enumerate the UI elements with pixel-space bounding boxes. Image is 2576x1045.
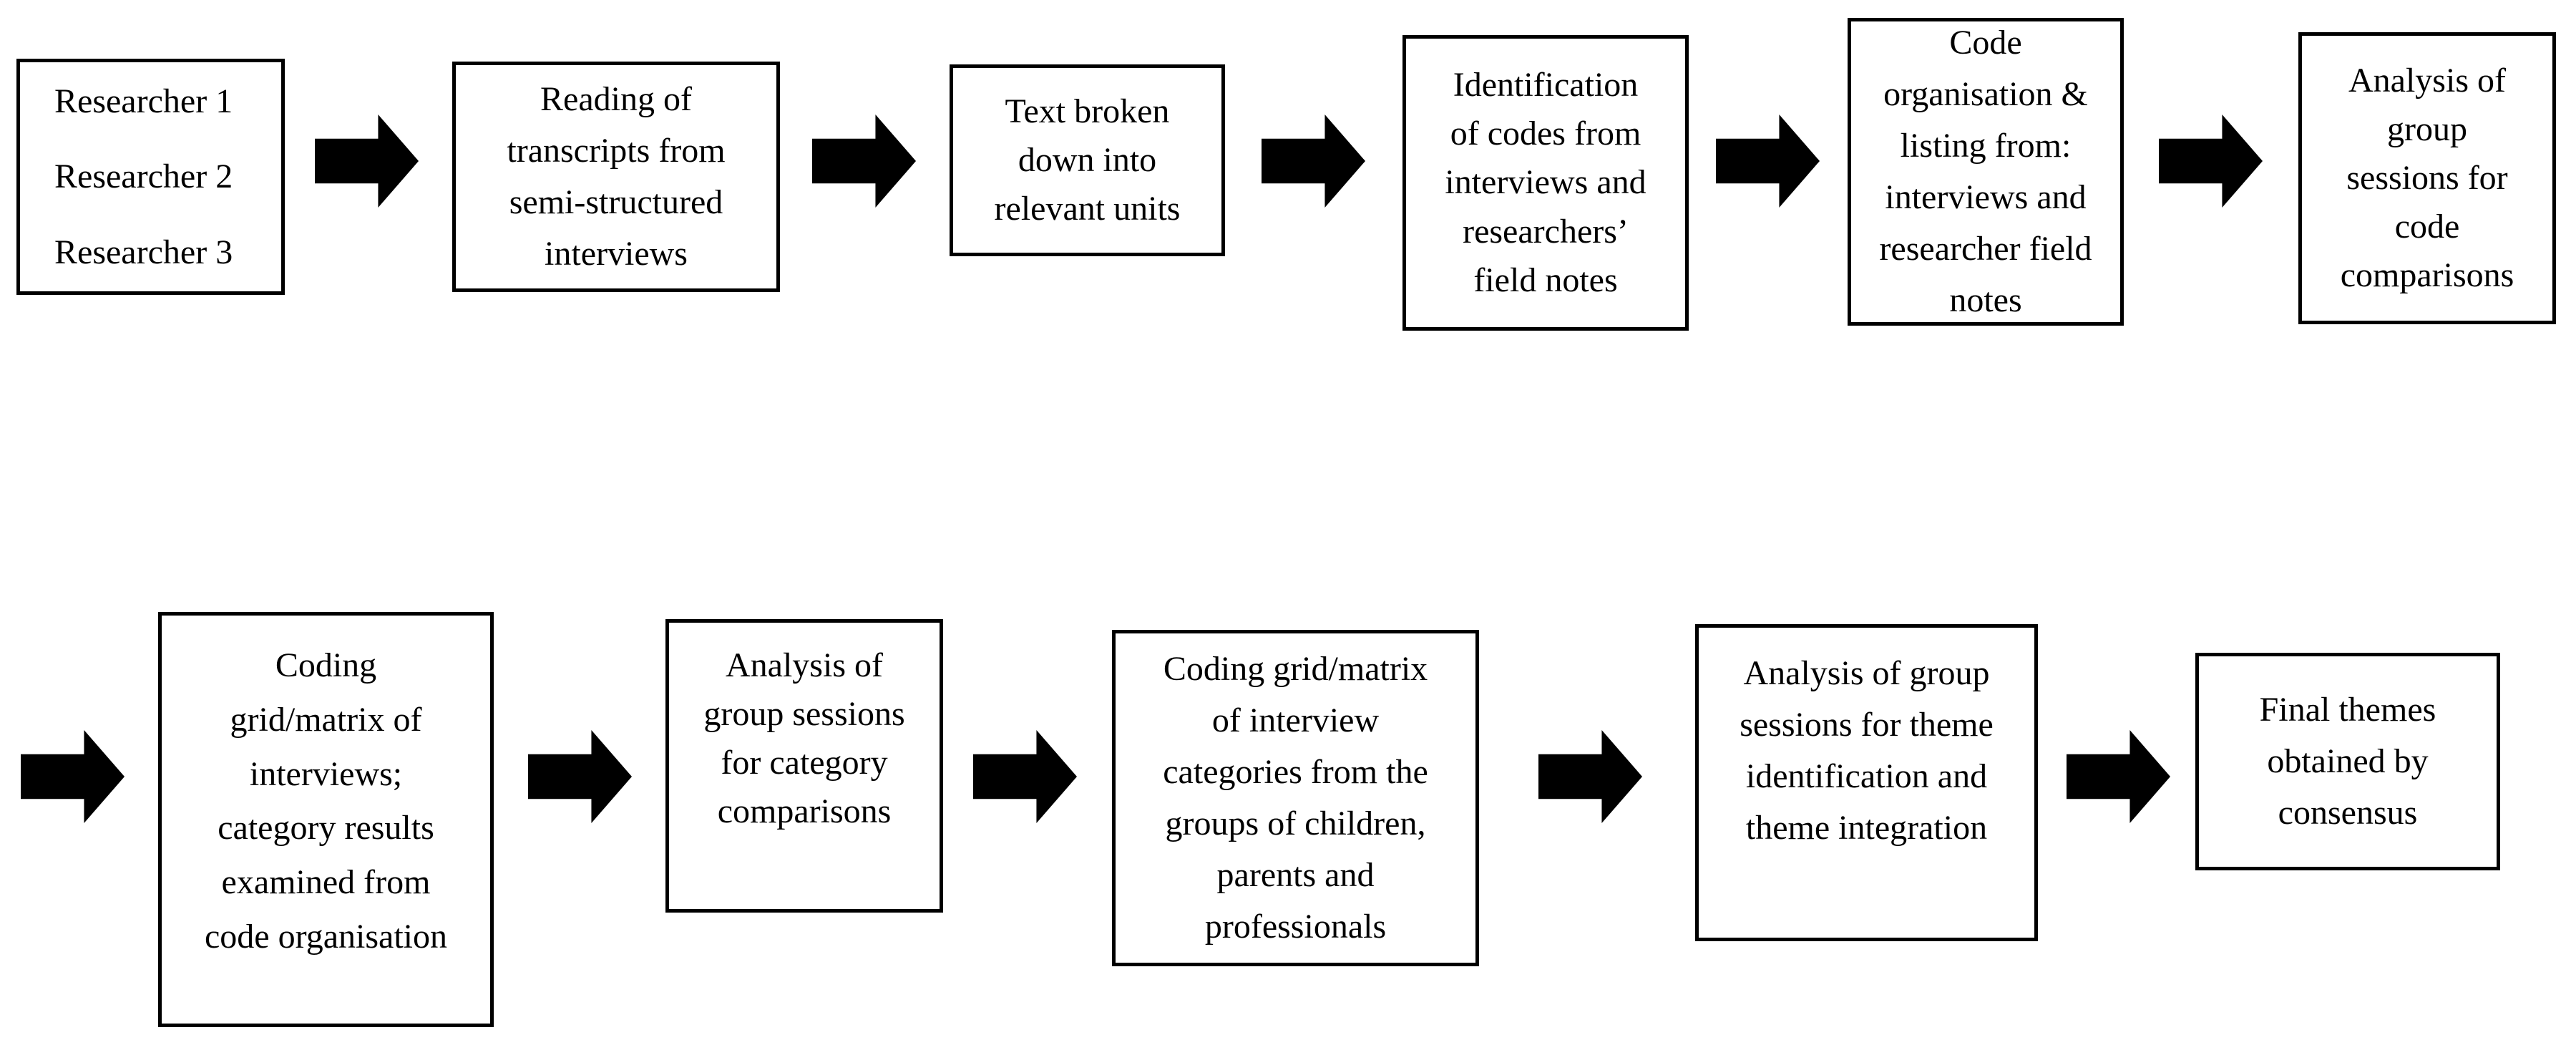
flow-box-code-organisation: Code organisation & listing from: interv… [1848,18,2124,326]
flow-box-final-themes: Final themes obtained by consensus [2195,653,2500,870]
arrow-right-icon [2067,730,2170,823]
flow-box-researchers: Researcher 1 Researcher 2 Researcher 3 [16,59,285,295]
flow-box-coding-grid-categories: Coding grid/matrix of interview categori… [1112,630,1479,966]
arrow-right-icon [812,115,916,208]
flow-box-theme-identification: Analysis of group sessions for theme ide… [1695,624,2038,941]
flow-box-text-broken-down: Text broken down into relevant units [950,64,1225,256]
arrow-right-icon [21,730,125,823]
arrow-right-icon [973,730,1077,823]
arrow-right-icon [528,730,632,823]
arrow-right-icon [1716,115,1820,208]
flow-box-reading-transcripts: Reading of transcripts from semi-structu… [452,62,780,292]
flow-box-coding-grid-interviews: Coding grid/matrix of interviews; catego… [158,612,494,1027]
flow-box-code-identification: Identification of codes from interviews … [1402,35,1689,331]
arrow-right-icon [1538,730,1642,823]
arrow-right-icon [1262,115,1365,208]
arrow-right-icon [315,115,419,208]
flow-box-code-comparisons: Analysis of group sessions for code comp… [2298,32,2556,324]
flow-box-category-comparisons: Analysis of group sessions for category … [665,619,943,913]
arrow-right-icon [2159,115,2263,208]
